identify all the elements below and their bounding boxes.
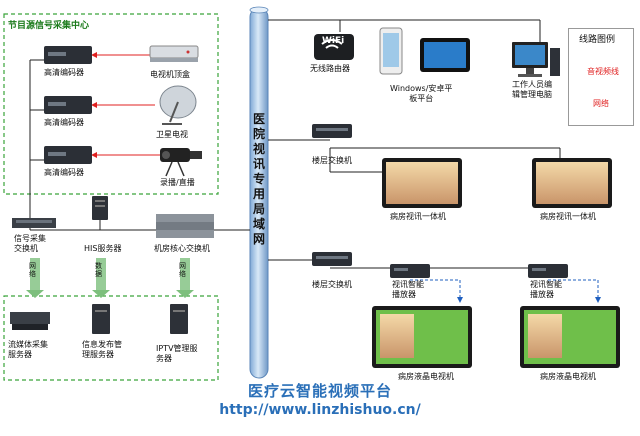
ward-terminal-label-2: 病房视讯一体机: [540, 212, 596, 221]
player-icons: [390, 264, 568, 278]
ward-terminal-label-1: 病房视讯一体机: [390, 212, 446, 221]
satellite-label: 卫星电视: [156, 130, 188, 139]
wifi-logo-text: WiFi: [322, 36, 345, 46]
player-video-lines: [410, 279, 601, 303]
tablet-label: Windows/安卓平 板平台: [390, 84, 453, 103]
arrow-network-label-1: 网络: [29, 262, 36, 278]
legend: 线路图例 音视频线 网络: [568, 28, 634, 126]
staff-computer-icon: [512, 42, 560, 77]
backbone-label: 医院视讯专用局域网: [252, 112, 265, 246]
wifi-router-label: 无线路由器: [310, 64, 350, 73]
core-switch-icon: [156, 214, 214, 238]
encoder-devices: [44, 46, 92, 164]
iptv-server-label: IPTV管理服 务器: [156, 344, 198, 363]
signal-switch-icon: [12, 218, 56, 228]
arrow-data-label: 数据: [95, 262, 102, 278]
ward-tv-label-1: 病房液晶电视机: [398, 372, 454, 381]
satellite-dish-icon: [159, 85, 197, 125]
tablet-phone-icon: [379, 27, 470, 75]
legend-video-label: 音视频线: [587, 67, 619, 76]
signal-center-region: [3, 13, 219, 195]
legend-title: 线路图例: [579, 35, 616, 45]
bottom-servers: [10, 304, 188, 334]
video-lines: [91, 52, 160, 158]
floor-switch-icons: [312, 124, 352, 266]
arrow-network-label-2: 网络: [179, 262, 186, 278]
footer-url[interactable]: http://www.linzhishuo.cn/: [219, 402, 421, 418]
encoder-label-2: 高清编码器: [44, 118, 84, 127]
camera-icon: [160, 148, 202, 177]
info-server-label: 信息发布管 理服务器: [82, 340, 122, 359]
encoder-label-1: 高清编码器: [44, 68, 84, 77]
his-server-icon: [92, 196, 108, 220]
player-label-2: 视讯智能 播放器: [530, 280, 562, 299]
ward-tv-label-2: 病房液晶电视机: [540, 372, 596, 381]
settop-label: 电视机顶盒: [150, 70, 190, 79]
signal-center-title: 节目源信号采集中心: [8, 21, 90, 31]
vertical-link-arrows: [26, 258, 194, 298]
floor-switch-label-1: 楼层交换机: [312, 156, 352, 165]
signal-switch-label: 信号采集 交换机: [14, 234, 46, 253]
camera-label: 录播/直播: [160, 178, 195, 187]
legend-network-label: 网络: [593, 99, 609, 108]
server-region: [3, 295, 219, 381]
streaming-server-label: 流媒体采集 服务器: [8, 340, 48, 359]
his-server-label: HIS服务器: [84, 244, 122, 253]
ward-terminal-icons: [382, 158, 612, 208]
wifi-router-icon: [314, 34, 354, 60]
floor-switch-label-2: 楼层交换机: [312, 280, 352, 289]
core-switch-label: 机房核心交换机: [154, 244, 210, 253]
backbone-links: [29, 19, 561, 269]
encoder-label-3: 高清编码器: [44, 168, 84, 177]
settop-box-icon: [149, 45, 199, 62]
footer-title: 医疗云智能视频平台: [247, 382, 392, 400]
player-label-1: 视讯智能 播放器: [392, 280, 424, 299]
staff-pc-label: 工作人员编 辑管理电脑: [512, 80, 552, 99]
ward-tv-icons: [372, 306, 620, 368]
